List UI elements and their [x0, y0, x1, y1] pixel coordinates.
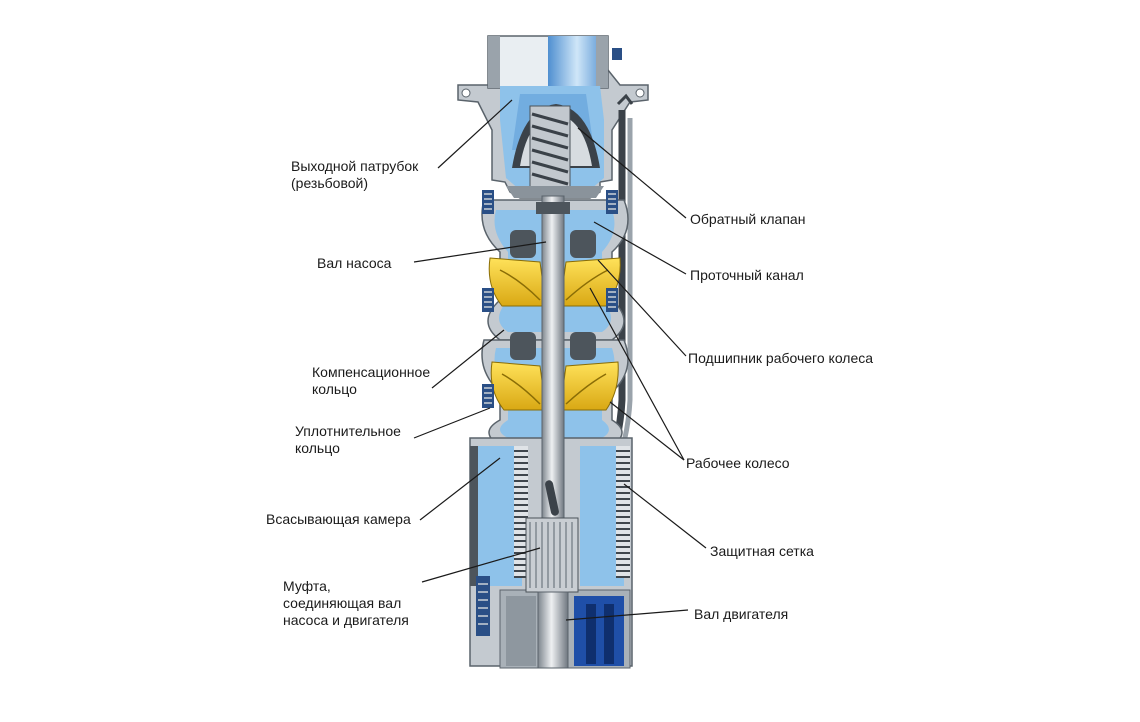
label-screen-line-1: Защитная сетка [710, 543, 814, 559]
label-outlet: Выходной патрубок (резьбовой) [291, 158, 418, 192]
leader-check-valve [577, 127, 687, 219]
label-flow-channel: Проточный канал [690, 267, 804, 284]
label-impeller-line-1: Рабочее колесо [686, 455, 790, 471]
label-seal-ring-line-1: Уплотнительное [295, 423, 401, 439]
label-suction-line-1: Всасывающая камера [266, 511, 411, 527]
leader-screen [623, 483, 707, 549]
label-coupling-line-2: соединяющая вал [283, 595, 402, 611]
label-check-valve: Обратный клапан [690, 211, 805, 228]
label-coupling-line-3: насоса и двигателя [283, 612, 409, 628]
shaft [525, 195, 579, 669]
leader-seal-ring [413, 407, 491, 439]
label-motor-shaft-line-1: Вал двигателя [694, 606, 789, 622]
label-coupling-line-1: Муфта, [283, 578, 331, 594]
label-comp-ring-line-2: кольцо [312, 381, 357, 397]
label-comp-ring: Компенсационное кольцо [312, 364, 430, 398]
label-flow-channel-line-1: Проточный канал [690, 267, 804, 283]
leader-impeller-b [609, 401, 685, 461]
label-comp-ring-line-1: Компенсационное [312, 364, 431, 380]
label-bearing-line-1: Подшипник рабочего колеса [688, 350, 874, 366]
label-seal-ring: Уплотнительное кольцо [295, 423, 401, 457]
leader-comp-ring [431, 329, 505, 389]
label-outlet-line-2: (резьбовой) [291, 175, 368, 191]
label-motor-shaft: Вал двигателя [694, 606, 788, 623]
label-check-valve-line-1: Обратный клапан [690, 211, 806, 227]
label-impeller: Рабочее колесо [686, 455, 790, 472]
label-screen: Защитная сетка [710, 543, 814, 560]
label-pump-shaft-line-1: Вал насоса [317, 255, 392, 271]
leader-flow-channel [593, 221, 687, 275]
label-suction: Всасывающая камера [266, 511, 411, 528]
leader-suction [419, 457, 501, 521]
leader-coupling [421, 547, 541, 583]
leader-pump-shaft [413, 241, 547, 263]
label-outlet-line-1: Выходной патрубок [291, 158, 419, 174]
leader-bearing [597, 259, 687, 357]
label-seal-ring-line-2: кольцо [295, 440, 340, 456]
leader-lines [413, 99, 707, 621]
check-valve [506, 104, 604, 198]
leader-motor-shaft [565, 609, 689, 621]
label-bearing: Подшипник рабочего колеса [688, 350, 873, 367]
label-pump-shaft: Вал насоса [317, 255, 391, 272]
leader-outlet [437, 99, 513, 169]
leader-impeller-a [589, 287, 685, 461]
label-coupling: Муфта, соединяющая вал насоса и двигател… [283, 578, 409, 629]
